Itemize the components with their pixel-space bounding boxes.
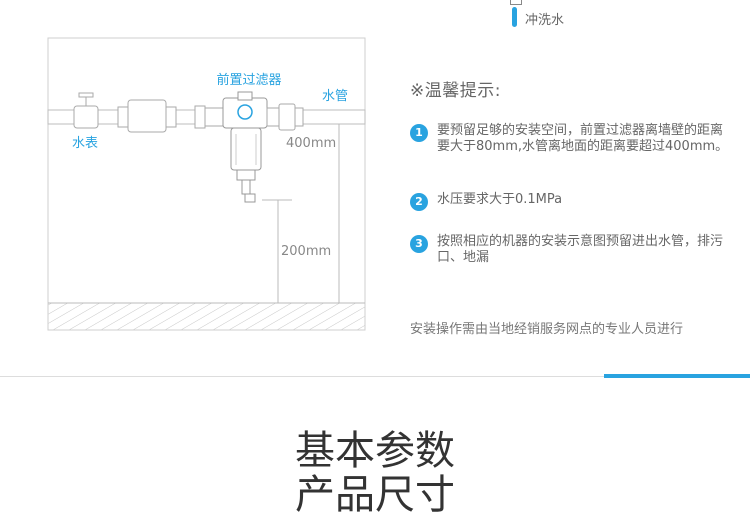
floor-hatch [47, 302, 366, 331]
dim-400-label: 400mm [286, 136, 336, 151]
tip-number-badge: 1 [410, 124, 428, 142]
tip-number-badge: 2 [410, 193, 428, 211]
tip-item: 1 要预留足够的安装空间，前置过滤器离墙壁的距离要大于80mm,水管离地面的距离… [410, 123, 730, 173]
section-subtitle: 产品尺寸 [295, 472, 455, 518]
tip-item: 2 水压要求大于0.1MPa [410, 192, 730, 212]
installation-footnote: 安装操作需由当地经销服务网点的专业人员进行 [410, 322, 684, 337]
tip-text: 按照相应的机器的安装示意图预留进出水管，排污口、地漏 [437, 234, 724, 265]
installation-diagram: 前置过滤器 水管 水表 400mm 200mm [47, 37, 366, 331]
flush-outlet-icon [510, 0, 522, 5]
filter-label: 前置过滤器 [216, 72, 281, 88]
dim-200-label: 200mm [281, 244, 331, 259]
flush-water-label: 冲洗水 [525, 13, 565, 28]
valve-icon [73, 92, 99, 129]
accent-bar [604, 374, 750, 378]
wall-frame [47, 37, 366, 331]
tip-number-badge: 3 [410, 235, 428, 253]
flush-water-icon [512, 7, 517, 27]
tip-text: 水压要求大于0.1MPa [437, 192, 563, 207]
pre-filter-icon [222, 91, 268, 203]
tip-item: 3 按照相应的机器的安装示意图预留进出水管，排污口、地漏 [410, 234, 730, 270]
water-meter-icon [117, 99, 177, 133]
tip-text: 要预留足够的安装空间，前置过滤器离墙壁的距离要大于80mm,水管离地面的距离要超… [437, 123, 729, 154]
section-divider [0, 376, 750, 377]
tips-title: ※温馨提示: [410, 81, 501, 101]
section-title: 基本参数 [295, 428, 455, 474]
meter-label: 水表 [72, 136, 98, 151]
pipe-label: 水管 [322, 89, 348, 104]
